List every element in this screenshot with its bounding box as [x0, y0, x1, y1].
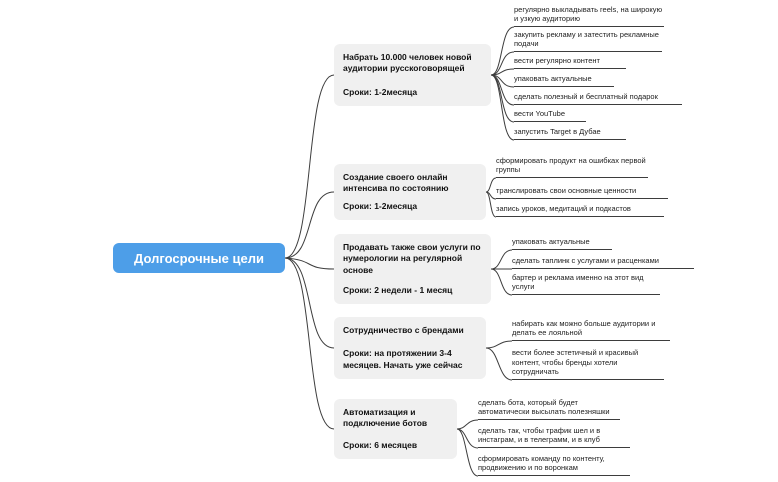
connector	[485, 191, 497, 200]
connector	[456, 428, 479, 477]
leaf-node[interactable]: упаковать актуальные	[514, 74, 614, 87]
connector	[284, 257, 335, 270]
leaf-node[interactable]: бартер и реклама именно на этот вид услу…	[512, 271, 660, 295]
connector	[490, 74, 515, 88]
connector	[490, 74, 515, 141]
leaf-node[interactable]: регулярно выкладывать reels, на широкую …	[514, 3, 664, 27]
root-node[interactable]: Долгосрочные цели	[113, 243, 285, 273]
connector	[284, 191, 335, 259]
leaf-node[interactable]: сделать полезный и бесплатный подарок	[514, 92, 682, 105]
branch-title: Продавать также свои услуги по нумеролог…	[343, 242, 481, 275]
connector	[490, 249, 513, 270]
branch-deadline: Сроки: 1-2месяца	[343, 200, 418, 211]
connector	[490, 68, 515, 76]
branch-deadline: Сроки: 2 недели - 1 месяц	[343, 284, 453, 295]
connector	[284, 74, 335, 259]
leaf-node[interactable]: набирать как можно больше аудитории и де…	[512, 317, 670, 341]
connector	[490, 74, 515, 123]
branch-node-intensive[interactable]: Создание своего онлайн интенсива по сост…	[334, 164, 486, 220]
branch-node-audience[interactable]: Набрать 10.000 человек новой аудитории р…	[334, 44, 491, 106]
branch-deadline: Сроки: 1-2месяца	[343, 86, 418, 97]
branch-title: Сотрудничество с брендами	[343, 325, 464, 335]
connector	[485, 347, 513, 381]
connector	[284, 257, 335, 430]
leaf-node[interactable]: сделать так, чтобы трафик шел и в инстаг…	[478, 424, 630, 448]
branch-title: Набрать 10.000 человек новой аудитории р…	[343, 52, 472, 74]
connector	[456, 428, 479, 449]
branch-deadline: Сроки: на протяжении 3-4 месяцев. Начать…	[343, 348, 463, 370]
branch-deadline: Сроки: 6 месяцев	[343, 439, 418, 450]
connector	[456, 419, 479, 430]
connector	[284, 257, 335, 349]
leaf-node[interactable]: сделать таплинк с услугами и расценками	[512, 256, 694, 269]
branch-title: Автоматизация и подключение ботов	[343, 407, 428, 429]
leaf-node[interactable]: сформировать продукт на ошибках первой г…	[496, 154, 648, 178]
root-label: Долгосрочные цели	[134, 250, 264, 266]
leaf-node[interactable]: запустить Target в Дубае	[514, 127, 626, 140]
leaf-node[interactable]: сформировать команду по контенту, продви…	[478, 452, 630, 476]
leaf-node[interactable]: сделать бота, который будет автоматическ…	[478, 396, 620, 420]
connector	[485, 340, 513, 349]
connector	[490, 26, 515, 76]
leaf-node[interactable]: транслировать свои основные ценности	[496, 186, 668, 199]
connector	[485, 177, 497, 193]
branch-node-numerology[interactable]: Продавать также свои услуги по нумеролог…	[334, 234, 491, 304]
connector	[485, 191, 497, 218]
connector	[490, 268, 513, 296]
connector	[490, 51, 515, 76]
leaf-node[interactable]: запись уроков, медитаций и подкастов	[496, 204, 664, 217]
branch-title: Создание своего онлайн интенсива по сост…	[343, 172, 449, 194]
branch-node-brands[interactable]: Сотрудничество с брендами Сроки: на прот…	[334, 317, 486, 379]
connector	[490, 74, 515, 106]
leaf-node[interactable]: вести регулярно контент	[514, 56, 626, 69]
leaf-node[interactable]: вести более эстетичный и красивый контен…	[512, 345, 664, 380]
branch-node-bots[interactable]: Автоматизация и подключение ботов Сроки:…	[334, 399, 457, 459]
leaf-node[interactable]: закупить рекламу и затестить рекламные п…	[514, 28, 662, 52]
leaf-node[interactable]: вести YouTube	[514, 109, 586, 122]
leaf-node[interactable]: упаковать актуальные	[512, 237, 612, 250]
